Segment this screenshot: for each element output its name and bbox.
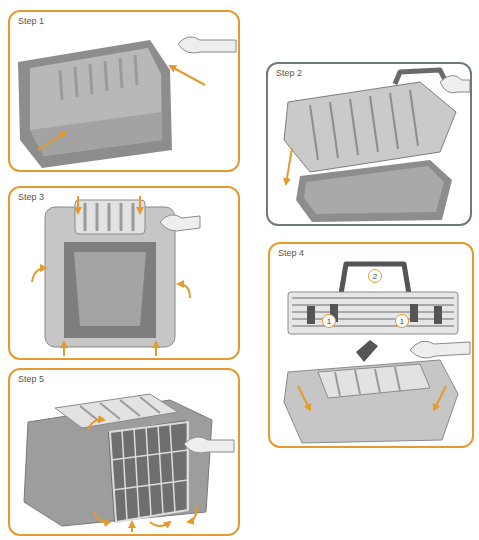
callout-text: 2 <box>373 272 377 281</box>
step-label: Step 1 <box>15 16 47 27</box>
callout-number: 1 <box>322 314 336 328</box>
step-panel: Step 4 2 1 1 <box>268 242 474 448</box>
step-panel: Step 5 <box>8 368 240 536</box>
callout-number: 2 <box>368 269 382 283</box>
step-panel: Step 2 <box>266 62 472 226</box>
callout-text: 1 <box>327 317 331 326</box>
step-label: Step 3 <box>15 192 47 203</box>
step-label: Step 2 <box>273 68 305 79</box>
step-label: Step 4 <box>275 248 307 259</box>
callout-number: 1 <box>395 314 409 328</box>
step-panel: Step 3 <box>8 186 240 360</box>
step-label: Step 5 <box>15 374 47 385</box>
callout-text: 1 <box>400 317 404 326</box>
step-panel: Step 1 <box>8 10 240 172</box>
